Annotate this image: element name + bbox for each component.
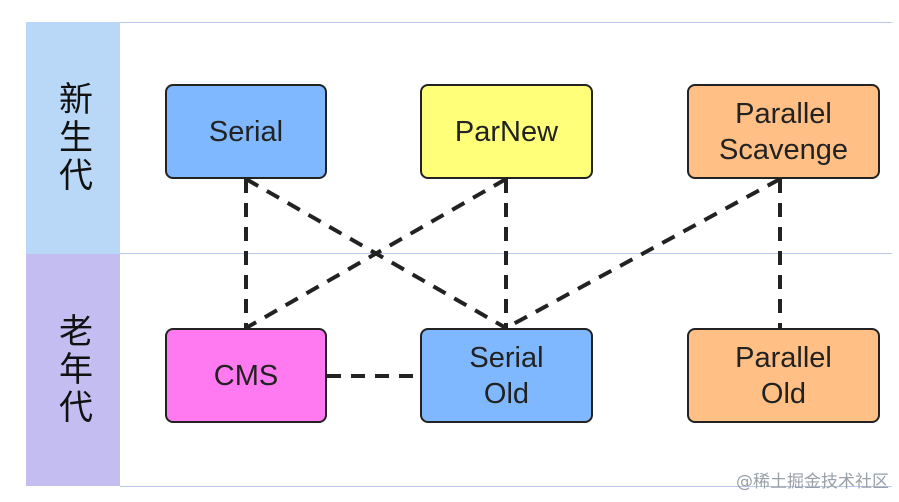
link-parallel_scavenge-serial_old bbox=[505, 177, 781, 330]
collector-parallel-scavenge: Parallel Scavenge bbox=[687, 84, 880, 179]
young-generation-band bbox=[26, 22, 120, 254]
collector-cms: CMS bbox=[165, 328, 327, 423]
collector-parallel-old: Parallel Old bbox=[687, 328, 880, 423]
bottom-border bbox=[120, 486, 892, 487]
collector-serial-old: Serial Old bbox=[420, 328, 593, 423]
old-generation-label: 老年代 bbox=[52, 313, 93, 427]
link-parnew-cms bbox=[245, 177, 507, 330]
top-border bbox=[120, 22, 892, 23]
watermark: @稀土掘金技术社区 bbox=[736, 472, 889, 492]
old-generation-band bbox=[26, 254, 120, 486]
collector-parnew: ParNew bbox=[420, 84, 593, 179]
young-generation-label: 新生代 bbox=[52, 81, 93, 195]
collector-serial: Serial bbox=[165, 84, 327, 179]
